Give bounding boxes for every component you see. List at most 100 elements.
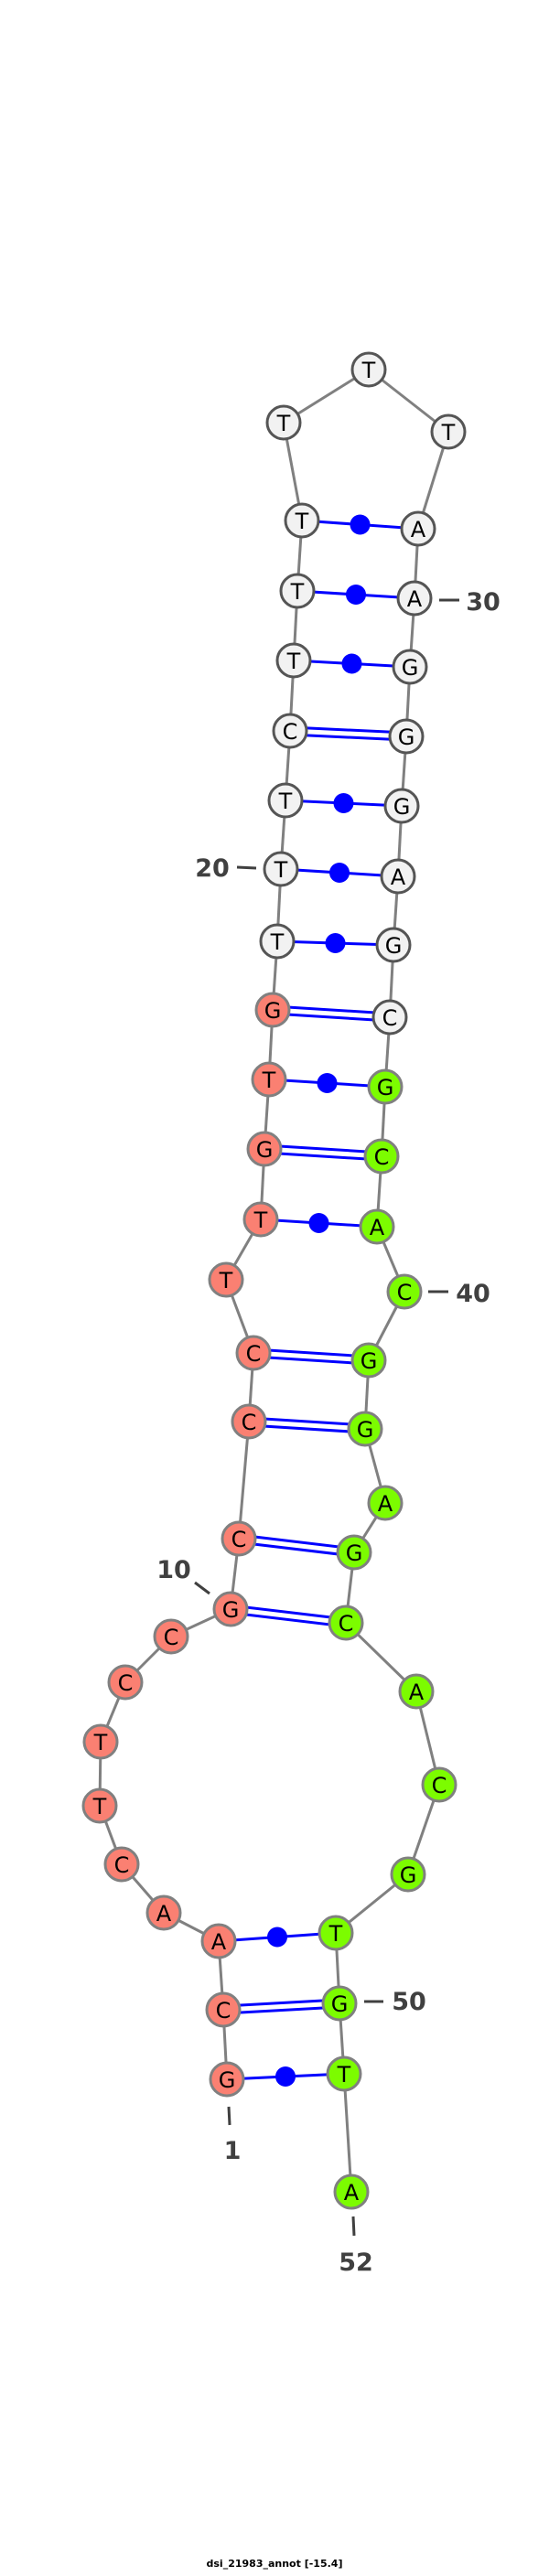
pair-line [238, 1540, 354, 1558]
nucleotide-45: C [328, 1605, 364, 1641]
nucleotide-circle [359, 1208, 395, 1245]
nucleotide-letter: A [411, 517, 426, 542]
nucleotide-circle [430, 413, 467, 450]
nucleotide-circle [388, 718, 425, 755]
nucleotide-circle [259, 923, 296, 960]
nucleotide-36: C [371, 999, 408, 1036]
nucleotide-27: T [350, 351, 387, 388]
nucleotide-circle [386, 1273, 423, 1310]
nucleotide-37: G [367, 1068, 404, 1105]
nucleotide-circle [367, 1485, 404, 1521]
nucleotide-letter: T [286, 649, 301, 674]
pair-line [264, 1151, 382, 1162]
pair-line [223, 2005, 340, 2015]
wobble-dot [346, 585, 366, 605]
nucleotide-30: A [396, 580, 433, 617]
nucleotide-circle [383, 788, 420, 824]
nucleotide-circle [209, 2061, 245, 2098]
nucleotide-letter: G [402, 655, 419, 681]
nucleotide-letter: A [391, 864, 406, 890]
nucleotide-23: T [275, 642, 312, 679]
nucleotide-34: A [380, 858, 416, 895]
nucleotide-40: C [386, 1273, 423, 1310]
pair-line [239, 1533, 355, 1551]
nucleotide-circle [284, 502, 320, 539]
nucleotide-circle [336, 1534, 372, 1571]
nucleotide-letter: G [398, 724, 415, 750]
base-pair-16-38 [264, 1143, 382, 1162]
nucleotide-circle [263, 851, 299, 887]
base-pair-13-41 [253, 1347, 370, 1366]
nucleotide-7: T [82, 1723, 119, 1760]
nucleotide-letter: T [276, 411, 291, 436]
pair-line [290, 725, 407, 735]
position-label-1: 1 [224, 2137, 242, 2165]
position-label-10: 10 [156, 1556, 191, 1584]
nucleotide-26: T [265, 404, 302, 441]
pair-line [272, 1012, 390, 1023]
wobble-dot [275, 2066, 296, 2087]
nucleotide-letter: T [328, 1921, 343, 1947]
wobble-dot [267, 1927, 287, 1948]
nucleotide-letter: T [92, 1794, 107, 1819]
nucleotide-circle [367, 1068, 404, 1105]
backbone-segment [342, 2073, 353, 2193]
nucleotide-10: G [212, 1591, 249, 1627]
label-tick-10 [194, 1581, 210, 1595]
nucleotide-letter: T [441, 420, 456, 445]
nucleotide-letter: G [393, 794, 411, 820]
nucleotide-letter: T [337, 2062, 351, 2088]
base-pair-17-37 [268, 1073, 386, 1093]
pair-line [273, 1004, 391, 1015]
nucleotide-47: C [421, 1766, 458, 1803]
wobble-dot [317, 1073, 338, 1093]
base-pair-18-36 [272, 1004, 391, 1023]
base-pair-10-45 [230, 1604, 347, 1628]
base-pair-22-32 [289, 725, 407, 742]
pair-line [230, 1611, 346, 1628]
nucleotide-circle [254, 992, 291, 1028]
nucleotide-24: T [279, 573, 316, 609]
nucleotide-letter: C [216, 1998, 231, 2023]
nucleotide-letter: C [231, 1527, 247, 1552]
base-pair-12-42 [248, 1416, 366, 1434]
nucleotide-35: G [375, 927, 412, 963]
base-pairs [218, 514, 419, 2087]
pair-line [253, 1355, 369, 1366]
nucleotide-31: G [392, 649, 428, 685]
wobble-dot [329, 863, 350, 883]
nucleotide-letter: T [278, 789, 293, 814]
position-label-50: 50 [392, 1988, 426, 2016]
nucleotide-letter: T [262, 1068, 276, 1093]
nucleotide-33: G [383, 788, 420, 824]
nucleotide-39: A [359, 1208, 395, 1245]
nucleotide-2: C [205, 1991, 242, 2028]
nucleotide-letter: C [246, 1341, 262, 1367]
nucleotide-14: T [208, 1261, 244, 1298]
base-pair-24-30 [296, 585, 415, 605]
label-tick-20 [236, 865, 257, 870]
position-label-52: 52 [339, 2249, 373, 2277]
nucleotide-letter: G [264, 998, 282, 1024]
nucleotide-circle [398, 1673, 435, 1710]
wobble-dot [325, 933, 346, 953]
position-label-20: 20 [195, 854, 230, 883]
nucleotide-letter: A [407, 586, 423, 612]
nucleotide-circle [205, 1991, 242, 2028]
nucleotide-letter: G [346, 1540, 363, 1566]
nucleotide-circle [267, 782, 304, 819]
nucleotide-letter: A [156, 1901, 172, 1927]
nucleotide-11: C [221, 1520, 257, 1557]
nucleotide-letter: G [222, 1597, 240, 1623]
nucleotide-circle [363, 1138, 400, 1175]
nucleotide-circle [375, 927, 412, 963]
nucleotide-21: T [267, 782, 304, 819]
nucleotide-circle [81, 1787, 118, 1824]
nucleotide-51: T [326, 2055, 362, 2092]
position-labels: 1 10 20 30 40 50 52 [156, 588, 501, 2277]
nucleotide-29: A [400, 510, 436, 547]
nucleotide-circle [350, 1342, 387, 1379]
nucleotide-16: G [246, 1131, 283, 1167]
nucleotide-15: T [242, 1201, 279, 1238]
nucleotide-circle [82, 1723, 119, 1760]
